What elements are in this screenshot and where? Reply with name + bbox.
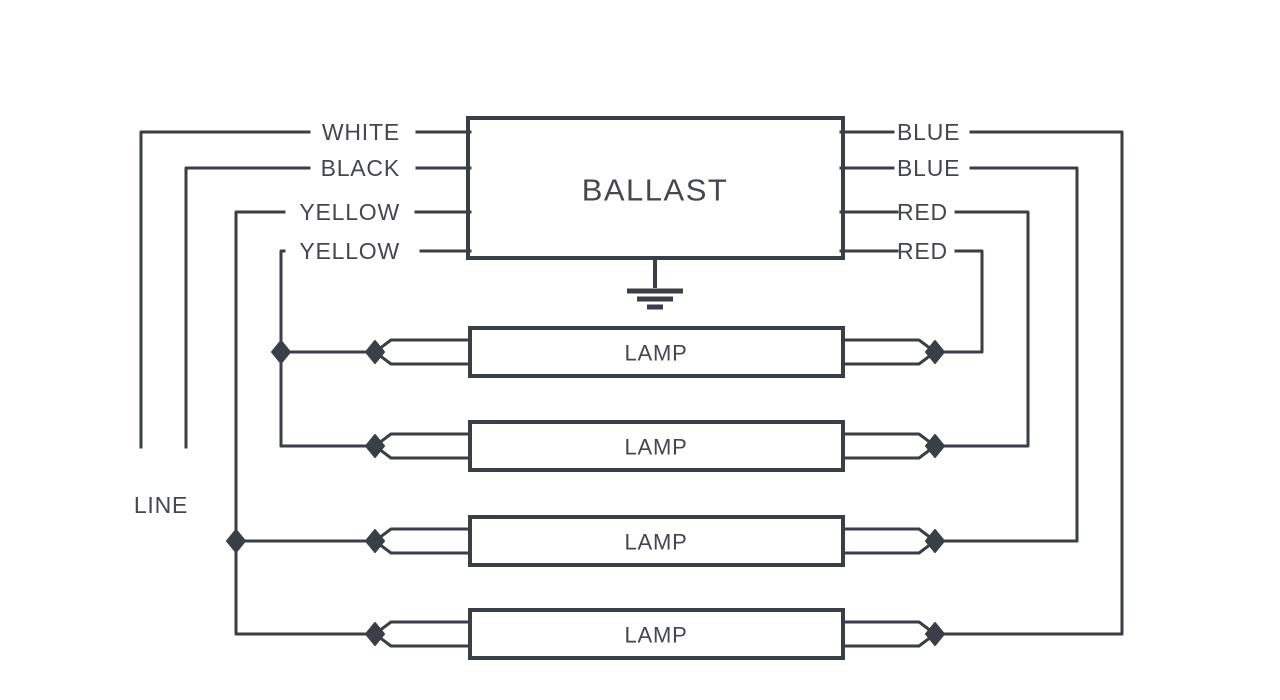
lamp-3-left-pin <box>373 527 472 555</box>
red-label-2: RED <box>897 238 948 264</box>
junction-dot <box>925 529 945 553</box>
red-label-1: RED <box>897 199 948 225</box>
lamp-2: LAMP <box>373 420 937 472</box>
red-wire-2 <box>940 249 984 354</box>
line-label: LINE <box>134 492 188 518</box>
lamp-3: LAMP <box>373 515 937 567</box>
white-wire <box>139 130 311 449</box>
blue-label-2: BLUE <box>897 155 960 181</box>
white-label: WHITE <box>322 119 400 145</box>
yellow-label-1: YELLOW <box>299 199 400 225</box>
ballast-label: BALLAST <box>582 173 729 208</box>
lamp-1-left-pin <box>373 338 472 366</box>
lamp-2-label: LAMP <box>624 435 687 460</box>
yellow-label-2: YELLOW <box>299 238 400 264</box>
lamp-2-right-pin <box>841 432 937 460</box>
ballast-box <box>466 116 845 260</box>
lamp-3-label: LAMP <box>624 530 687 555</box>
junction-dot <box>226 529 246 553</box>
yellow-wire-2 <box>279 249 370 448</box>
lamp-2-left-pin <box>373 432 472 460</box>
blue-wire-1 <box>940 130 1124 636</box>
junction-dot <box>365 340 385 364</box>
lamp-1-tube <box>468 326 845 378</box>
lamp-1-label: LAMP <box>624 341 687 366</box>
blue-wire-2 <box>940 166 1079 543</box>
lamp-3-right-pin <box>841 527 937 555</box>
lamp-1: LAMP <box>373 326 937 378</box>
lamp-4: LAMP <box>373 608 937 660</box>
blue-label-1: BLUE <box>897 119 960 145</box>
junction-dot <box>365 529 385 553</box>
red-wire-1 <box>940 210 1030 448</box>
ground-icon <box>627 258 683 310</box>
lamp-3-tube <box>468 515 845 567</box>
lamp-4-right-pin <box>841 620 937 648</box>
junction-dots <box>226 340 945 646</box>
lamp-1-right-pin <box>841 338 937 366</box>
junction-dot <box>271 340 291 364</box>
lamp-4-tube <box>468 608 845 660</box>
junction-dot <box>925 340 945 364</box>
junction-dot <box>365 622 385 646</box>
black-wire <box>184 166 311 449</box>
lamp-4-label: LAMP <box>624 623 687 648</box>
junction-dot <box>365 434 385 458</box>
yellow-wire-1 <box>234 210 370 636</box>
junction-dot <box>925 434 945 458</box>
lamp-4-left-pin <box>373 620 472 648</box>
junction-dot <box>925 622 945 646</box>
lamp-2-tube <box>468 420 845 472</box>
black-label: BLACK <box>321 155 400 181</box>
